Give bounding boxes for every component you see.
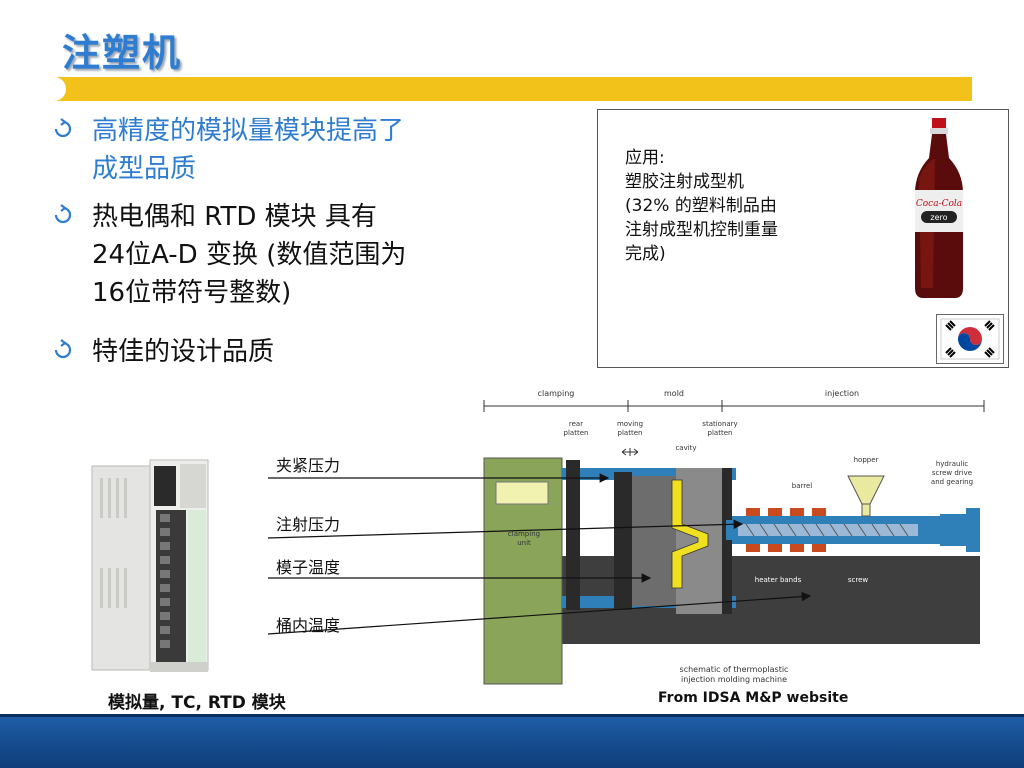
- module-caption: 模拟量, TC, RTD 模块: [108, 693, 286, 713]
- callout-label: 模子温度: [276, 558, 341, 577]
- footer-band: [0, 714, 1024, 768]
- footer-divider: [0, 714, 1024, 717]
- diagram-label: injection molding machine: [681, 675, 787, 684]
- application-line: 塑胶注射成型机: [625, 172, 744, 192]
- application-line: 注射成型机控制重量: [625, 220, 778, 240]
- diagram-label: platten: [618, 429, 643, 437]
- diagram-label: clamping: [538, 389, 575, 398]
- bullet-arrow-icon: [54, 118, 72, 138]
- callout-label: 夹紧压力: [276, 456, 341, 475]
- application-text: 应用: 塑胶注射成型机 (32% 的塑料制品由 注射成型机控制重量 完成): [625, 146, 778, 266]
- diagram-label: mold: [664, 389, 684, 398]
- application-line: 完成): [625, 244, 666, 264]
- diagram-label: clamping: [508, 530, 540, 538]
- application-heading: 应用:: [625, 148, 665, 168]
- korea-flag-icon: [936, 314, 1004, 364]
- diagram-label: cavity: [675, 444, 696, 452]
- diagram-label: rear: [569, 420, 583, 428]
- bullet-text-line: 高精度的模拟量模块提高了: [92, 116, 405, 146]
- title-accent-bar: [52, 77, 972, 101]
- source-caption: From IDSA M&P website: [658, 690, 849, 706]
- diagram-label: hydraulic: [936, 460, 969, 468]
- diagram-label: unit: [517, 539, 531, 547]
- callout-label: 桶内温度: [276, 616, 341, 635]
- bullet-arrow-icon: [54, 339, 72, 359]
- callout-label: 注射压力: [276, 515, 341, 534]
- bullet-text-line: 24位A-D 变换 (数值范围为: [92, 240, 407, 270]
- slide-title: 注塑机: [62, 31, 183, 75]
- bullet-text-line: 16位带符号整数): [92, 278, 292, 308]
- diagram-label: screw drive: [932, 469, 972, 477]
- diagram-label: barrel: [792, 482, 813, 490]
- bottle-sub-label: zero: [930, 213, 947, 222]
- diagram-label: schematic of thermoplastic: [680, 665, 789, 674]
- coke-bottle-image: Coca-Cola zero: [915, 118, 963, 298]
- diagram-label: injection: [825, 389, 859, 398]
- title-accent-notch: [52, 77, 66, 101]
- diagram-label: hopper: [854, 456, 879, 464]
- diagram-label: screw: [848, 576, 869, 584]
- analog-module-image: [91, 459, 209, 672]
- diagram-label: heater bands: [755, 576, 802, 584]
- bullet-text-line: 特佳的设计品质: [92, 337, 275, 367]
- diagram-label: stationary: [702, 420, 737, 428]
- diagram-label: and gearing: [931, 478, 973, 486]
- bullet-text-line: 成型品质: [92, 154, 197, 184]
- application-line: (32% 的塑料制品由: [625, 196, 777, 216]
- bullet-text-line: 热电偶和 RTD 模块 具有: [92, 202, 377, 232]
- bullet-arrow-icon: [54, 204, 72, 224]
- injection-molding-diagram: clamping mold injection rear platten mov…: [483, 389, 985, 685]
- diagram-label: platten: [564, 429, 589, 437]
- diagram-label: moving: [617, 420, 643, 428]
- bottle-brand: Coca-Cola: [916, 199, 962, 209]
- diagram-label: platten: [708, 429, 733, 437]
